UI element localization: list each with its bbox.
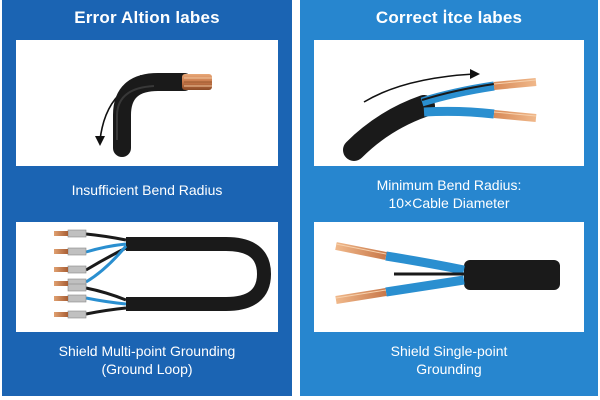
loop-cable-jacket (126, 237, 272, 311)
minimum-bend-label-line2: 10×Cable Diameter (388, 195, 510, 211)
blue-conductor-upper (420, 81, 495, 107)
copper-tips (54, 231, 68, 317)
singlepoint-grounding-label-line1: Shield Single-point (390, 343, 508, 359)
correct-column-title: Correct ⅰtce labes (375, 8, 523, 27)
blue-conductor-b (385, 275, 465, 297)
correct-column: Correct ⅰtce labes (300, 0, 598, 396)
singlepoint-grounding-caption: Shield Single-point Grounding (300, 342, 598, 378)
copper-strands-upper (493, 78, 537, 90)
bend-arrow-head-bottom (95, 136, 105, 146)
copper-strands-lower (493, 110, 537, 122)
singlepoint-grounding-label-line2: Grounding (416, 361, 482, 377)
gentle-bend-arrow-head (470, 69, 480, 79)
multipoint-grounding-caption: Shield Multi-point Grounding (Ground Loo… (2, 342, 292, 378)
lower-wire-bundle (85, 286, 127, 316)
gentle-bend-arrow (363, 73, 475, 103)
straight-cable-jacket (464, 260, 560, 290)
crimp-terminals (67, 229, 87, 319)
singlepoint-grounding-panel (314, 222, 584, 332)
copper-strands-a (335, 242, 387, 260)
multipoint-grounding-label-line1: Shield Multi-point Grounding (58, 343, 236, 359)
blue-conductor-a (385, 251, 465, 275)
insufficient-bend-label: Insufficient Bend Radius (71, 182, 223, 198)
minimum-bend-caption: Minimum Bend Radius: 10×Cable Diameter (300, 176, 598, 212)
gentle-cable-jacket (343, 95, 435, 161)
ground-loop-cable-illustration (54, 229, 272, 319)
error-column: Error Altion labes (2, 0, 292, 396)
blue-conductor-lower (423, 106, 495, 119)
multipoint-grounding-label-line2: (Ground Loop) (101, 361, 193, 377)
gentle-bend-cable-illustration (343, 69, 537, 161)
minimum-bend-panel (314, 40, 584, 166)
insufficient-bend-panel (16, 40, 278, 166)
minimum-bend-label-line1: Minimum Bend Radius: (376, 177, 522, 193)
upper-wire-bundle (85, 232, 128, 284)
straight-cable-illustration (335, 242, 560, 304)
tight-bend-cable-illustration (95, 73, 212, 157)
multipoint-grounding-panel (16, 222, 278, 332)
copper-strands-b (335, 288, 387, 304)
insufficient-bend-caption: Insufficient Bend Radius (2, 181, 292, 199)
error-column-title: Error Altion labes (74, 8, 220, 27)
